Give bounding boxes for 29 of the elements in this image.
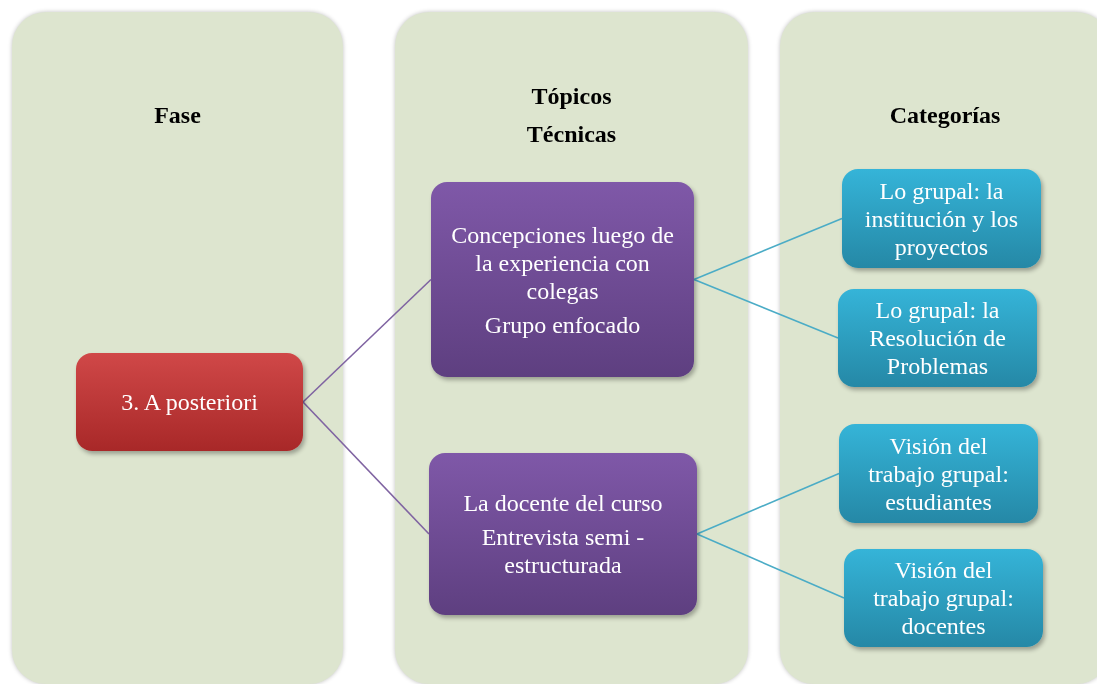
category-box (839, 424, 1038, 523)
phase-box (76, 353, 303, 451)
box-text: Visión del trabajo grupal: estudiantes (867, 431, 1010, 516)
topic-box (431, 182, 694, 377)
column-panel (395, 12, 748, 684)
connector-line (693, 278, 839, 339)
box-text: Grupo enfocado (484, 310, 641, 339)
connector-line (696, 472, 840, 535)
connector-line (302, 278, 432, 403)
box-text: Concepciones luego de la experiencia con colegas (450, 220, 675, 305)
box-text: Lo grupal: la Resolución de Problemas (868, 296, 1007, 380)
connector-line (302, 401, 430, 535)
category-box (844, 549, 1043, 647)
box-text: 3. A posteriori (121, 388, 258, 416)
column-heading: Categorías (889, 101, 1001, 130)
connector-line (696, 533, 845, 599)
column-panel (780, 12, 1097, 684)
column-heading: Técnicas (526, 120, 617, 149)
topic-box (429, 453, 697, 615)
column-heading: Fase (154, 101, 201, 130)
category-box (838, 289, 1037, 387)
column-panel (12, 12, 343, 684)
category-box (842, 169, 1041, 268)
box-text: La docente del curso (463, 489, 663, 517)
column-heading: Tópicos (531, 82, 612, 111)
connector-line (693, 217, 843, 281)
box-text: Lo grupal: la institución y los proyectos (863, 176, 1020, 261)
box-text: Entrevista semi - estructurada (480, 523, 646, 579)
box-text: Visión del trabajo grupal: docentes (872, 556, 1015, 640)
